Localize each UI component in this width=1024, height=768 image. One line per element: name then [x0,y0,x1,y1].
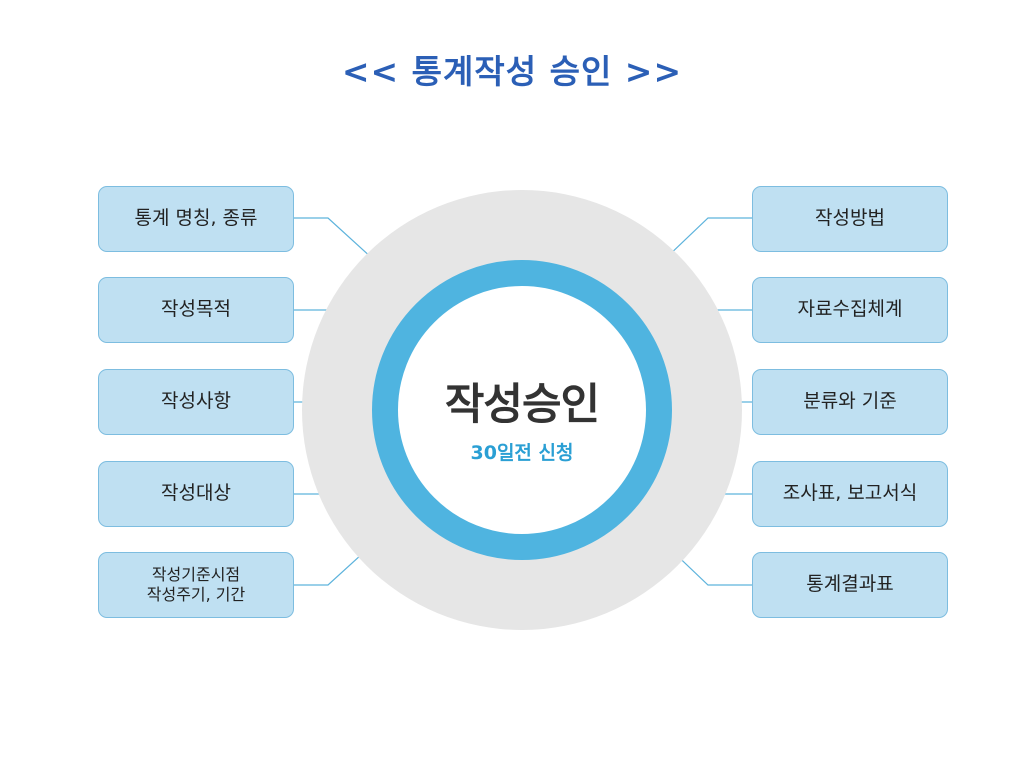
left-box-3: 작성사항 [98,369,294,435]
left-box-3-label: 작성사항 [161,390,231,413]
left-box-1: 통계 명칭, 종류 [98,186,294,252]
left-box-5-label: 작성기준시점 작성주기, 기간 [146,565,246,604]
center-title: 작성승인 [444,380,600,430]
right-box-5: 통계결과표 [752,552,948,618]
left-box-1-label: 통계 명칭, 종류 [134,207,258,230]
right-box-3-label: 분류와 기준 [803,390,897,413]
left-box-4: 작성대상 [98,461,294,527]
left-box-2-label: 작성목적 [161,298,231,321]
right-box-1-label: 작성방법 [815,207,885,230]
right-box-3: 분류와 기준 [752,369,948,435]
left-box-2: 작성목적 [98,277,294,343]
page-title: << 통계작성 승인 >> [341,52,683,91]
right-box-5-label: 통계결과표 [806,573,894,596]
right-box-2: 자료수집체계 [752,277,948,343]
left-box-4-label: 작성대상 [161,482,231,505]
right-box-1: 작성방법 [752,186,948,252]
right-box-2-label: 자료수집체계 [797,298,903,321]
left-box-5: 작성기준시점 작성주기, 기간 [98,552,294,618]
right-box-4-label: 조사표, 보고서식 [782,482,918,505]
center-subtitle: 30일전 신청 [470,442,574,464]
right-box-4: 조사표, 보고서식 [752,461,948,527]
